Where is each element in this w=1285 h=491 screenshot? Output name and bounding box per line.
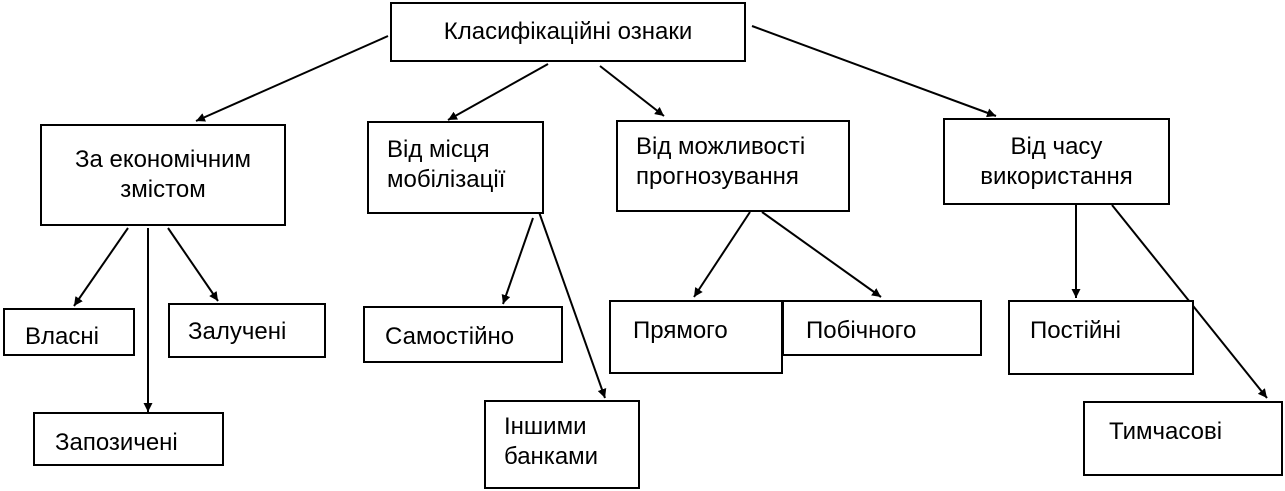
arrow-economic-to-attracted [167, 227, 219, 302]
node-forecasting-possibility: Від можливості прогнозування [616, 120, 850, 212]
node-permanent: Постійні [1008, 300, 1194, 375]
node-borrowed: Запозичені [33, 412, 224, 466]
node-time-of-use: Від часу використання [943, 118, 1170, 205]
arrow-mobilization-to-other_banks [538, 211, 607, 399]
node-indirect: Побічного [782, 300, 982, 356]
node-place-of-mobilization: Від місця мобілізації [367, 121, 544, 214]
arrow-root-to-mobilization [447, 63, 549, 121]
arrow-mobilization-to-independent [501, 217, 534, 305]
node-economic-content: За економічним змістом [40, 124, 286, 226]
node-own: Власні [3, 308, 135, 356]
arrow-root-to-economic [195, 35, 389, 122]
node-root-classification-features: Класифікаційні ознаки [390, 2, 746, 62]
arrow-root-to-forecasting [599, 65, 665, 117]
arrow-economic-to-own [73, 227, 129, 307]
node-direct: Прямого [609, 300, 783, 374]
node-temporary: Тимчасові [1083, 401, 1283, 476]
node-attracted: Залучені [168, 303, 326, 358]
arrow-root-to-time [751, 25, 997, 118]
arrow-forecasting-to-direct [693, 211, 751, 298]
node-other-banks: Іншими банками [484, 400, 640, 489]
arrow-forecasting-to-indirect [761, 211, 882, 298]
node-independently: Самостійно [363, 306, 563, 363]
